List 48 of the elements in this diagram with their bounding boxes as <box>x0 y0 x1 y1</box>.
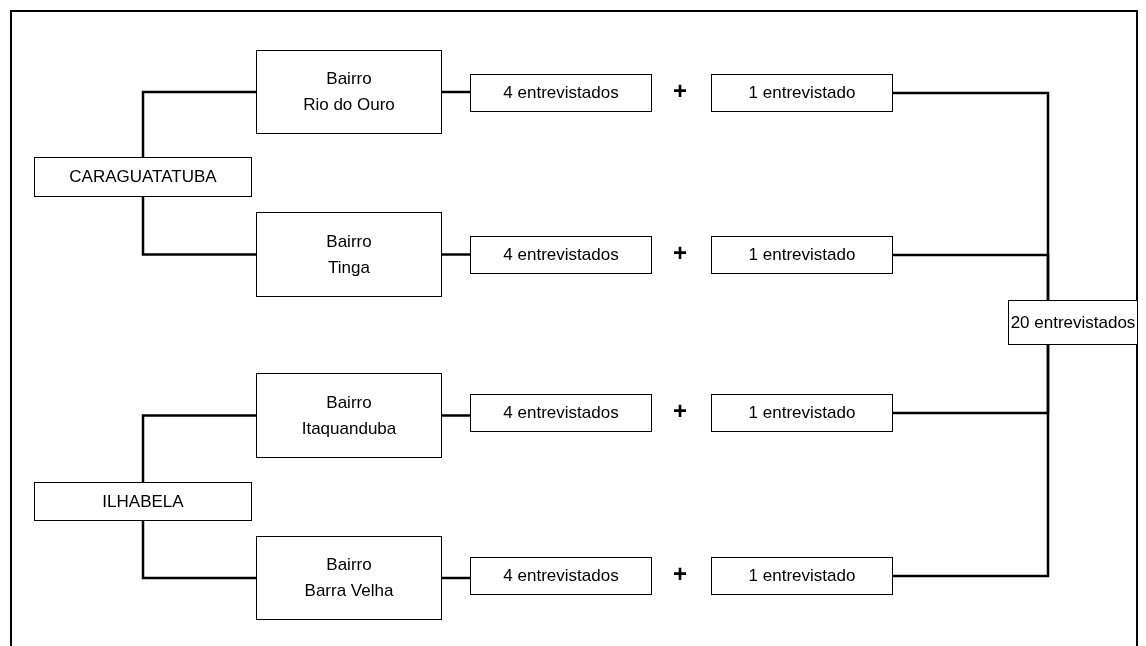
node-text: Bairro <box>326 554 372 576</box>
node-text: Bairro <box>326 391 372 414</box>
node-text: 4 entrevistados <box>503 402 619 424</box>
neighborhood-box <box>256 50 442 134</box>
count-box <box>711 557 893 595</box>
connector-line <box>141 521 256 580</box>
connector-line <box>442 253 470 256</box>
count-box <box>711 236 893 274</box>
count-box <box>711 394 893 432</box>
plus-sign: + <box>673 396 687 426</box>
node-text: Tinga <box>328 256 370 279</box>
node-text: Barra Velha <box>304 580 394 602</box>
connector-line <box>442 576 470 580</box>
node-text: Rio do Ouro <box>303 94 395 116</box>
connector-line <box>893 253 1050 300</box>
neighborhood-box <box>256 536 442 620</box>
node-text: ILHABELA <box>102 490 184 513</box>
node-text: 4 entrevistados <box>503 82 619 104</box>
connector-line <box>442 414 470 417</box>
city-box <box>34 482 252 521</box>
count-box <box>470 394 652 432</box>
neighborhood-box <box>256 212 442 297</box>
plus-sign: + <box>673 238 687 268</box>
node-text: Itaquanduba <box>301 417 397 440</box>
node-text: 1 entrevistado <box>748 565 856 587</box>
neighborhood-box <box>256 373 442 458</box>
connector-line <box>893 345 1050 578</box>
count-box <box>470 74 652 112</box>
node-text: 4 entrevistados <box>503 565 619 587</box>
node-text: Bairro <box>326 230 372 253</box>
plus-sign: + <box>673 559 687 589</box>
count-box <box>711 74 893 112</box>
count-box <box>470 236 652 274</box>
connector-line <box>442 90 470 94</box>
node-text: 1 entrevistado <box>748 244 856 266</box>
node-text: CARAGUATATUBA <box>69 166 217 188</box>
node-text: 20 entrevistados <box>1010 311 1136 334</box>
node-text: 4 entrevistados <box>503 244 619 266</box>
connector-line <box>141 90 256 157</box>
plus-sign: + <box>673 76 687 106</box>
node-text: 1 entrevistado <box>748 402 856 424</box>
count-box <box>470 557 652 595</box>
city-box <box>34 157 252 197</box>
connector-line <box>141 197 256 256</box>
node-text: 1 entrevistado <box>748 82 856 104</box>
connector-line <box>141 414 256 482</box>
node-text: Bairro <box>326 68 372 90</box>
total-box <box>1008 300 1138 345</box>
